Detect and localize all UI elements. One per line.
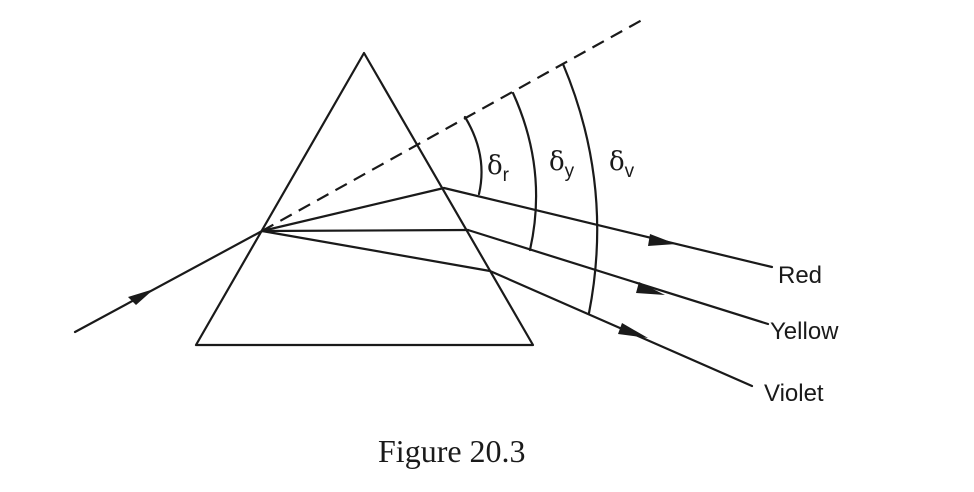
violet-label: Violet	[764, 380, 824, 407]
yellow-label: Yellow	[770, 318, 839, 345]
yellow-ray-inside	[260, 228, 470, 233]
delta-y-arc	[511, 91, 538, 252]
red-ray-arrow	[648, 234, 676, 246]
prism	[194, 51, 535, 347]
yellow-ray-arrow	[636, 282, 665, 295]
delta-r-label: δr	[487, 151, 510, 186]
incident-ray	[73, 229, 264, 334]
red-ray-inside	[260, 186, 446, 233]
delta-v-arc	[561, 62, 599, 315]
undeviated-direction-dashed	[261, 19, 643, 232]
delta-v-label: δv	[609, 147, 635, 182]
red-ray-emergent	[442, 186, 774, 269]
incident-ray-arrow	[128, 289, 154, 305]
figure-caption: Figure 20.3	[378, 433, 526, 469]
delta-r-arc	[463, 115, 483, 196]
violet-ray-inside	[260, 229, 492, 273]
red-label: Red	[778, 262, 822, 289]
yellow-ray-emergent	[466, 228, 770, 326]
violet-ray-arrow	[618, 323, 648, 338]
delta-y-label: δy	[549, 147, 575, 182]
